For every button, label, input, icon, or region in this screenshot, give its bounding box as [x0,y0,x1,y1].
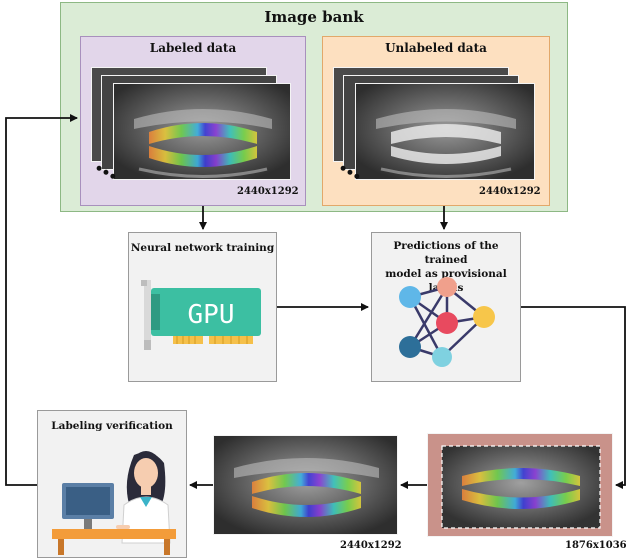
labeled-size-label: 2440x1292 [237,186,299,197]
network-node [437,277,457,297]
person-at-computer-icon [52,451,176,555]
predictions-title-line1: Predictions of the trained [393,240,499,266]
verification-stage: Labeling verification [37,410,187,558]
cropped-xray-svg [428,434,612,536]
arrow-predictions-to-cropped [521,306,626,489]
verified-label-image [213,435,398,535]
unlabeled-xray-svg [356,84,534,179]
unlabeled-data-panel: Unlabeled data ••• [322,36,550,206]
verification-title: Labeling verification [51,420,173,432]
labeled-xray-svg [114,84,290,179]
training-stage: Neural network training GPU [128,232,277,382]
gpu-icon: GPU [141,280,261,350]
neural-network-icon [399,277,495,367]
unlabeled-data-title: Unlabeled data [385,41,487,55]
arrow-verification-to-labeled [5,114,78,486]
image-bank-title: Image bank [264,8,364,26]
network-node [436,312,458,334]
gpu-label: GPU [188,300,235,330]
network-node [473,306,495,328]
labeled-data-title: Labeled data [149,41,237,55]
unlabeled-xray-image [355,83,535,180]
network-node [399,286,421,308]
cropped-prediction-image [427,433,613,537]
verified-xray-svg [214,436,397,534]
crop-region-outline [441,445,601,529]
cropped-size-label: 1876x1036 [565,540,627,551]
network-node [399,336,421,358]
predictions-stage: Predictions of the trained model as prov… [371,232,521,382]
verified-size-label: 2440x1292 [340,540,402,551]
network-node [432,347,452,367]
unlabeled-size-label: 2440x1292 [479,186,541,197]
training-title: Neural network training [130,242,275,254]
labeled-xray-image [113,83,291,180]
labeled-data-panel: Labeled data [80,36,306,206]
